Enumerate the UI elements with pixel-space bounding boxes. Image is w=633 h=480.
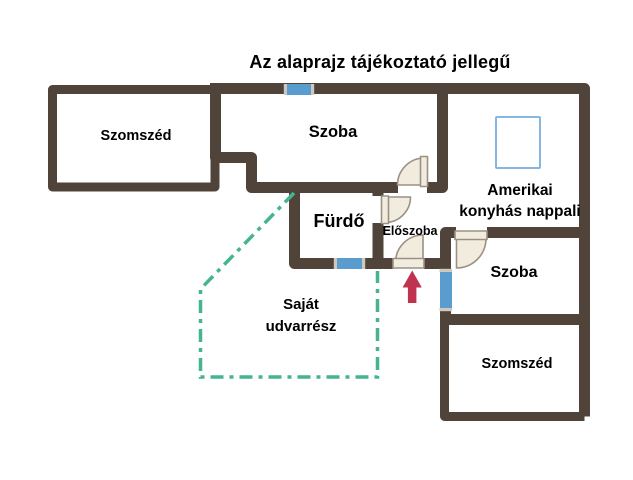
walls-main <box>210 83 590 417</box>
wall <box>210 83 398 193</box>
window-bathroom <box>333 258 366 269</box>
door-entrance <box>392 234 425 269</box>
door-living-room-right <box>454 230 488 269</box>
entrance-arrow-icon <box>402 270 422 303</box>
window-cap <box>362 258 366 269</box>
room-label-room-top: Szoba <box>308 122 358 141</box>
door-swing-arc <box>396 157 426 186</box>
room-label-living-room: Amerikai konyhás nappali <box>459 180 580 222</box>
door-swing-arc <box>394 234 424 264</box>
door-swing-arc <box>455 237 487 269</box>
window-cap <box>283 84 287 95</box>
window-glass <box>337 258 362 269</box>
room-label-neighbor-bottom: Szomszéd <box>481 356 553 373</box>
yard-label-line1: Saját <box>283 296 319 313</box>
wall <box>427 88 448 193</box>
window-glass <box>440 272 452 308</box>
room-label-room-right: Szoba <box>490 264 538 282</box>
wall <box>289 182 337 269</box>
yard-label-line2: udvarrész <box>265 318 337 335</box>
room-label-hallway: Előszoba <box>382 224 438 239</box>
door-leaf <box>392 257 425 269</box>
window-room-top <box>283 84 315 95</box>
window-cap <box>439 308 452 312</box>
wall <box>48 85 220 192</box>
window-cap <box>311 84 315 95</box>
plan-title: Az alaprajz tájékoztató jellegű <box>249 52 511 73</box>
window-glass <box>287 84 311 95</box>
window-cap <box>333 258 337 269</box>
door-leaf <box>380 195 390 225</box>
door-leaf <box>419 155 429 188</box>
door-bathroom-hallway <box>380 195 412 225</box>
window-room-right <box>439 268 452 312</box>
door-leaf <box>454 230 488 241</box>
walls-neighbor <box>48 85 585 421</box>
wall <box>440 320 585 421</box>
room-label-neighbor-top: Szomszéd <box>100 128 172 145</box>
skylight-outline <box>495 116 541 169</box>
wall <box>424 227 456 269</box>
door-room-top-hallway <box>396 155 429 188</box>
room-label-living-line2: konyhás nappali <box>459 203 581 220</box>
yard-boundary <box>198 191 380 379</box>
wall <box>210 83 590 417</box>
window-cap <box>439 268 452 272</box>
room-label-living-line1: Amerikai <box>487 182 553 199</box>
room-label-private-yard: Saját udvarrész <box>266 294 337 338</box>
door-swing-arc <box>384 196 412 224</box>
room-label-bathroom: Fürdő <box>313 211 365 232</box>
